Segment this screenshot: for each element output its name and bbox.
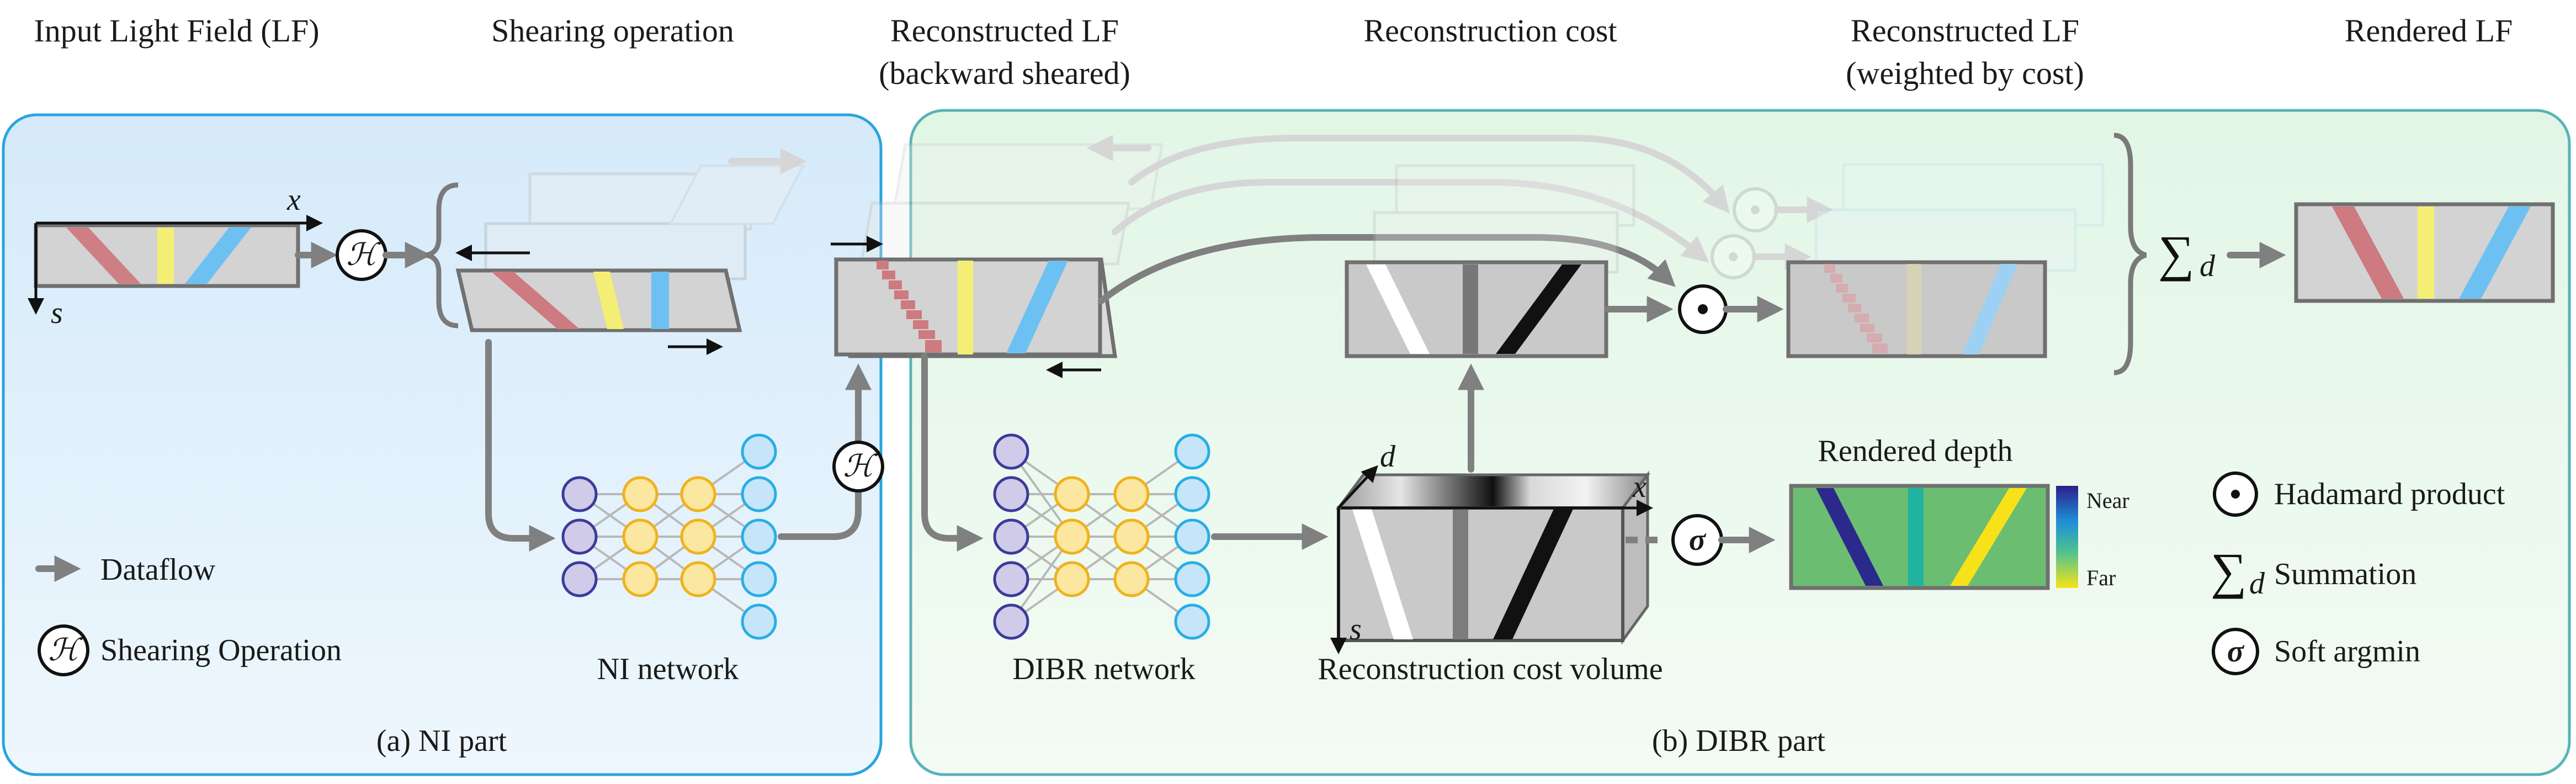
hadamard-faint — [1711, 187, 1778, 279]
shear-operator-2: ℋ — [832, 441, 884, 492]
soft-argmin-operator: σ — [1671, 514, 1723, 566]
rendered-depth-label: Rendered depth — [1818, 434, 2013, 468]
shear-operator-1: ℋ — [336, 229, 387, 281]
ni-network-graph — [561, 433, 777, 640]
summation-symbol: ∑ — [2158, 225, 2195, 282]
header-shearing: Shearing operation — [491, 13, 734, 49]
recon-lf-stack-faint — [859, 143, 1164, 266]
recon-lf-image — [833, 257, 1118, 358]
dataflow-arrow — [1112, 179, 1709, 263]
axis-s-label: s — [51, 296, 63, 330]
rendered-depth-image — [1789, 484, 2050, 590]
axis-d-cost — [1337, 465, 1378, 509]
svg-text:σ: σ — [1689, 523, 1707, 557]
svg-text:Soft argmin: Soft argmin — [2274, 634, 2420, 669]
dibr-network-graph — [993, 433, 1210, 640]
axis-x-label: x — [286, 183, 301, 217]
weighted-lf-stack-faint — [1814, 163, 2105, 272]
axis-d-label: d — [1380, 439, 1396, 474]
dataflow-arrow — [485, 339, 556, 552]
header-recon-cost: Reconstruction cost — [1363, 13, 1617, 49]
header-recon-lf-1: Reconstructed LF — [890, 13, 1119, 49]
axis-x-cost-label: x — [1632, 470, 1646, 504]
header-recon-weighted-2: (weighted by cost) — [1846, 55, 2084, 91]
legend-shearing: ℋ Shearing Operation — [38, 624, 342, 676]
sheared-lf-image — [455, 268, 742, 332]
svg-text:ℋ: ℋ — [346, 238, 381, 272]
rendered-lf-image — [2294, 202, 2555, 303]
ni-network-label: NI network — [597, 652, 739, 686]
input-lf-image — [34, 223, 300, 288]
summation-subscript: d — [2200, 249, 2216, 283]
dataflow-arrow — [921, 353, 984, 552]
cost-volume-label: Reconstruction cost volume — [1318, 652, 1663, 686]
dataflow-arrow — [778, 363, 872, 540]
brace-left — [424, 182, 459, 329]
brace-right — [2113, 133, 2147, 375]
depth-colorbar — [2056, 486, 2078, 588]
header-recon-weighted-1: Reconstructed LF — [1851, 13, 2079, 49]
svg-text:Hadamard product: Hadamard product — [2274, 477, 2505, 511]
header-input-lf: Input Light Field (LF) — [34, 13, 319, 49]
sheared-lf-stack — [484, 165, 805, 280]
header-recon-lf-2: (backward sheared) — [879, 55, 1130, 91]
ni-part-caption: (a) NI part — [376, 724, 507, 758]
legend-summation: ∑ d Summation — [2211, 543, 2416, 601]
header-rendered-lf: Rendered LF — [2345, 13, 2513, 49]
legend-soft-argmin: σ Soft argmin — [2212, 628, 2420, 675]
recon-cost-stack-faint — [1373, 164, 1635, 274]
axis-s-cost-label: s — [1350, 612, 1362, 647]
svg-text:Summation: Summation — [2274, 557, 2416, 591]
svg-text:Dataflow: Dataflow — [100, 553, 216, 587]
cost-volume-box — [1336, 470, 1650, 645]
colorbar-far: Far — [2086, 565, 2116, 590]
svg-text:Shearing Operation: Shearing Operation — [100, 633, 342, 668]
legend-hadamard: Hadamard product — [2213, 472, 2505, 517]
svg-text:∑: ∑ — [2211, 543, 2247, 599]
dataflow-arrow — [1098, 234, 1676, 304]
recon-cost-image — [1345, 260, 1608, 358]
hadamard-operator — [1678, 284, 1728, 334]
svg-text:ℋ: ℋ — [843, 449, 878, 484]
legend-dataflow: Dataflow — [35, 553, 216, 587]
colorbar-near: Near — [2086, 488, 2129, 513]
svg-text:ℋ: ℋ — [48, 633, 83, 668]
svg-text:d: d — [2249, 566, 2265, 601]
dibr-part-caption: (b) DIBR part — [1652, 724, 1826, 758]
dibr-network-label: DIBR network — [1012, 652, 1195, 686]
dibr-panel — [909, 109, 2571, 776]
dataflow-arrow — [1128, 135, 1730, 214]
weighted-lf-image — [1786, 260, 2047, 358]
svg-text:σ: σ — [2227, 634, 2245, 669]
